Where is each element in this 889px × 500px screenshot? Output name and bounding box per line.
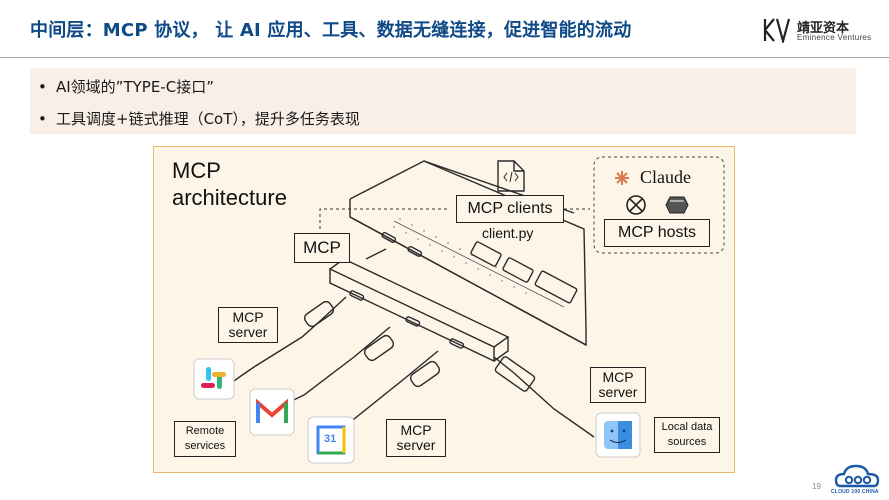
logo-chinese-name: 靖亚资本 [797, 21, 850, 36]
mcp-server-box-bottom: MCP server [386, 419, 446, 457]
slide-title: 中间层：MCP 协议， 让 AI 应用、工具、数据无缝连接，促进智能的流动 [30, 20, 632, 41]
claude-label: Claude [640, 167, 691, 187]
diagram-illustration [193, 156, 725, 464]
mcp-hosts-box: MCP hosts [604, 219, 710, 247]
mcp-server-line1: MCP [602, 369, 634, 385]
cloud-100-logo-icon [834, 464, 880, 488]
remote-services-box: Remote services [174, 421, 236, 457]
client-file-label: client.py [482, 225, 534, 241]
local-data-box: Local data sources [654, 417, 720, 453]
eminence-logo-mark-icon [763, 18, 791, 43]
diagram-heading: MCP architecture [172, 157, 287, 211]
diagram-heading-line1: MCP [172, 158, 221, 183]
local-data-line1: Local data [661, 421, 713, 433]
mcp-server-line2: server [598, 384, 638, 400]
mcp-server-line2: server [396, 437, 436, 453]
title-divider [0, 57, 889, 58]
bullet-panel: • AI领域的”TYPE-C接口” • 工具调度+链式推理（CoT），提升多任务表现 [30, 68, 856, 134]
remote-services-line1: Remote [185, 425, 225, 437]
local-data-line2: sources [667, 436, 707, 448]
mcp-server-line1: MCP [232, 309, 264, 325]
laptop-icon [349, 160, 587, 347]
usb-hub-icon [329, 248, 510, 363]
page-number: 19 [812, 482, 821, 491]
mcp-clients-box: MCP clients [456, 195, 564, 223]
mcp-server-line2: server [228, 324, 268, 340]
claude-logo-icon [615, 171, 629, 185]
mcp-box: MCP [294, 233, 350, 263]
google-calendar-icon [307, 416, 355, 464]
logo-english-name: Eminence Ventures [797, 33, 872, 42]
cloud-100-brand: CLOUD 100 CHINA [831, 489, 879, 495]
mcp-server-box-top: MCP server [218, 307, 278, 343]
eminence-logo: 靖亚资本 Eminence Ventures [763, 15, 883, 47]
bullet-text: 工具调度+链式推理（CoT），提升多任务表现 [56, 110, 360, 128]
code-file-icon [497, 160, 525, 192]
connection-dashed-line [319, 208, 590, 229]
calendar-day-label: 31 [324, 433, 337, 445]
openai-logo-icon [626, 195, 646, 215]
ai-app-logo-icon [665, 196, 689, 214]
bullet-dot-icon: • [38, 110, 47, 128]
finder-icon [595, 412, 641, 458]
diagram-heading-line2: architecture [172, 185, 287, 210]
remote-services-line2: services [184, 440, 226, 452]
gmail-icon [249, 388, 295, 436]
mcp-hosts-group [593, 156, 725, 254]
bullet-text: AI领域的”TYPE-C接口” [56, 78, 214, 96]
mcp-server-line1: MCP [400, 422, 432, 438]
bullet-item: • 工具调度+链式推理（CoT），提升多任务表现 [38, 108, 360, 129]
mcp-architecture-diagram: MCP architecture MCP MCP clients client.… [153, 146, 735, 473]
mcp-server-box-right: MCP server [590, 367, 646, 403]
bullet-dot-icon: • [38, 78, 47, 96]
bullet-item: • AI领域的”TYPE-C接口” [38, 76, 214, 97]
slack-icon [193, 358, 235, 400]
